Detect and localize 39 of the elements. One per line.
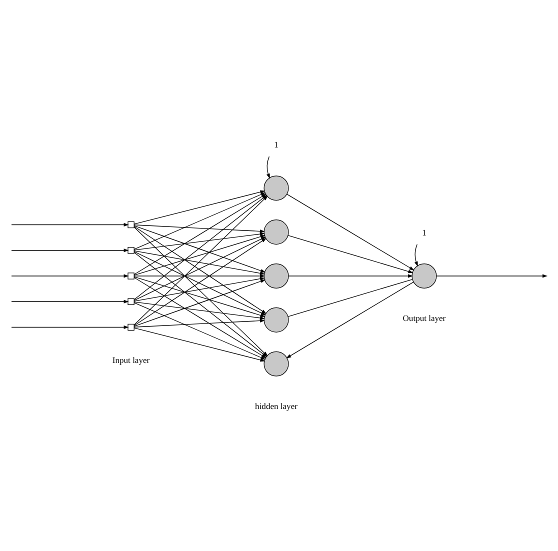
arrow (134, 232, 265, 250)
arrow (286, 193, 414, 270)
node-box (128, 323, 134, 330)
arrow (11, 222, 129, 226)
arrow (286, 281, 414, 358)
label: hidden layer (255, 400, 298, 410)
label: Output layer (402, 312, 446, 322)
node-box (128, 272, 134, 279)
node-circle (264, 263, 289, 288)
arrow (11, 274, 129, 278)
arrow (288, 234, 414, 273)
node-circle (264, 219, 289, 244)
arrow (134, 234, 266, 276)
node-text: 1 (422, 227, 426, 238)
arrow (436, 274, 548, 278)
arrow (414, 244, 418, 266)
node-circle (264, 306, 289, 332)
node-box (128, 220, 134, 228)
arrow (134, 276, 265, 302)
arrow (134, 224, 266, 233)
arrow (134, 236, 266, 300)
node-text: 1 (274, 139, 278, 150)
arrow (11, 299, 129, 303)
arrow (134, 276, 266, 317)
label: Input layer (112, 354, 150, 365)
arrow (134, 250, 265, 274)
arrow (266, 156, 270, 178)
node-box (128, 246, 134, 254)
arrow (134, 301, 265, 320)
node-box (128, 298, 134, 304)
arrow (11, 248, 129, 252)
arrow (134, 224, 266, 272)
arrow (134, 327, 266, 362)
arrow (134, 318, 266, 327)
connector (288, 278, 413, 316)
arrow (134, 274, 266, 278)
node-circle (412, 263, 437, 288)
arrow (11, 325, 129, 328)
arrow (288, 274, 414, 278)
